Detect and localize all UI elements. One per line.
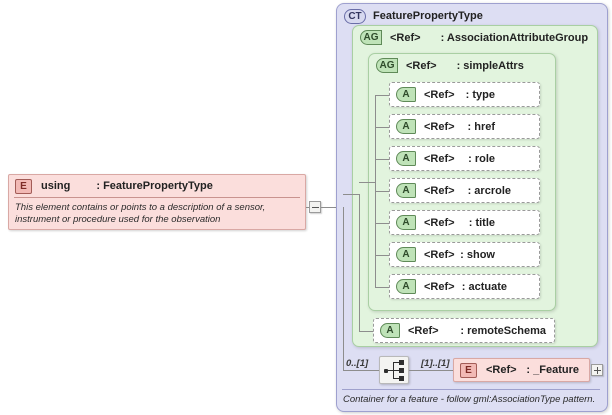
- connector-line: [359, 194, 360, 331]
- connector-line: [359, 182, 376, 183]
- element-ref-feature[interactable]: E <Ref> : _Feature: [453, 358, 590, 382]
- attribute-type: : arcrole: [467, 184, 511, 197]
- attribute-row-type[interactable]: A <Ref> : type: [389, 82, 540, 107]
- connector-line: [343, 194, 360, 195]
- attribute-group-outer-type: : AssociationAttributeGroup: [440, 31, 589, 44]
- element-using-box[interactable]: E using : FeaturePropertyType This eleme…: [8, 174, 306, 230]
- connector-line: [375, 191, 389, 192]
- attribute-type: : remoteSchema: [460, 324, 546, 337]
- attribute-row-remote-schema[interactable]: A <Ref> : remoteSchema: [373, 318, 555, 343]
- sequence-line: [394, 378, 399, 379]
- attribute-row-show[interactable]: A <Ref> : show: [389, 242, 540, 267]
- complex-type-footer-divider: [342, 389, 600, 390]
- attribute-name: <Ref>: [424, 216, 455, 229]
- attribute-type: : actuate: [461, 280, 507, 293]
- sequence-line: [388, 370, 393, 371]
- element-ref-badge-icon: E: [460, 362, 477, 378]
- attribute-badge-icon: A: [380, 323, 400, 338]
- attribute-row-arcrole[interactable]: A <Ref> : arcrole: [389, 178, 540, 203]
- connector-line: [343, 207, 344, 370]
- attribute-badge-icon: A: [396, 87, 416, 102]
- connector-line: [375, 127, 389, 128]
- attribute-name: <Ref>: [424, 88, 455, 101]
- connector-line: [375, 287, 389, 288]
- connector-line: [375, 159, 389, 160]
- attribute-row-role[interactable]: A <Ref> : role: [389, 146, 540, 171]
- attribute-type: : type: [465, 88, 495, 101]
- element-ref-type: : _Feature: [526, 364, 579, 376]
- sequence-node: [399, 360, 404, 365]
- attribute-type: : show: [460, 248, 495, 261]
- connector-line: [409, 370, 453, 371]
- collapse-toggle-using[interactable]: [309, 201, 321, 213]
- sequence-node: [399, 376, 404, 381]
- attribute-badge-icon: A: [396, 215, 416, 230]
- complex-type-header: CT FeaturePropertyType: [337, 4, 607, 25]
- sequence-input-dot: [384, 369, 388, 373]
- attribute-group-inner-header: AG <Ref> : simpleAttrs: [369, 54, 555, 75]
- sequence-connector-icon[interactable]: [379, 356, 409, 384]
- attribute-row-actuate[interactable]: A <Ref> : actuate: [389, 274, 540, 299]
- element-using-header: E using : FeaturePropertyType: [9, 175, 305, 197]
- attribute-badge-icon: A: [396, 279, 416, 294]
- attribute-badge-icon: A: [396, 183, 416, 198]
- attribute-group-inner-name: <Ref>: [406, 59, 437, 72]
- complex-type-footer-text: Container for a feature - follow gml:Ass…: [343, 394, 596, 405]
- element-divider: [14, 197, 300, 198]
- sequence-line: [393, 362, 394, 379]
- cardinality-left: 0..[1]: [346, 358, 369, 369]
- attribute-group-inner-badge-icon: AG: [376, 58, 398, 73]
- connector-line: [343, 370, 379, 371]
- element-ref-name: <Ref>: [486, 364, 517, 376]
- attribute-badge-icon: A: [396, 119, 416, 134]
- connector-line: [306, 207, 309, 208]
- connector-line: [375, 95, 389, 96]
- sequence-line: [394, 370, 399, 371]
- connector-line: [359, 331, 373, 332]
- connector-line: [375, 223, 389, 224]
- attribute-type: : title: [468, 216, 495, 229]
- complex-type-badge-icon: CT: [344, 8, 366, 24]
- attribute-name: <Ref>: [424, 152, 455, 165]
- connector-line: [375, 255, 389, 256]
- expand-toggle-feature[interactable]: [591, 364, 603, 376]
- connector-line: [321, 207, 343, 208]
- sequence-line: [394, 362, 399, 363]
- attribute-group-inner-type: : simpleAttrs: [456, 59, 524, 72]
- attribute-name: <Ref>: [424, 248, 455, 261]
- complex-type-name: FeaturePropertyType: [373, 10, 483, 22]
- attribute-type: : role: [468, 152, 495, 165]
- sequence-node: [399, 368, 404, 373]
- attribute-group-badge-icon: AG: [360, 30, 382, 45]
- cardinality-right: [1]..[1]: [421, 358, 450, 369]
- attribute-name: <Ref>: [424, 120, 455, 133]
- attribute-name: <Ref>: [424, 280, 455, 293]
- element-using-type: : FeaturePropertyType: [96, 180, 213, 192]
- attribute-row-title[interactable]: A <Ref> : title: [389, 210, 540, 235]
- attribute-row-href[interactable]: A <Ref> : href: [389, 114, 540, 139]
- element-using-documentation: This element contains or points to a des…: [15, 202, 266, 225]
- element-badge-icon: E: [15, 178, 32, 194]
- element-using-name: using: [41, 180, 71, 192]
- attribute-name: <Ref>: [424, 184, 455, 197]
- attribute-group-outer-name: <Ref>: [390, 31, 421, 44]
- attribute-name: <Ref>: [408, 324, 439, 337]
- attribute-type: : href: [467, 120, 496, 133]
- attribute-group-outer-header: AG <Ref> : AssociationAttributeGroup: [353, 26, 597, 47]
- attribute-badge-icon: A: [396, 151, 416, 166]
- attribute-badge-icon: A: [396, 247, 416, 262]
